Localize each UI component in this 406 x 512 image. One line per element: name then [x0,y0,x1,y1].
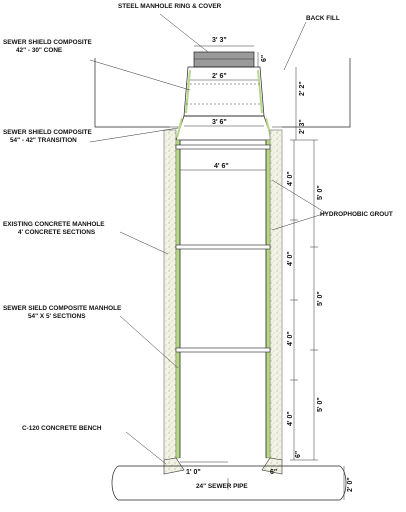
label-bench: C-120 CONCRETE BENCH [22,425,102,432]
dim-bench-width: 1' 0" [186,469,201,476]
callout-labels: STEEL MANHOLE RING & COVER BACK FILL SEW… [3,3,393,490]
dim-bench-height: 6" [295,451,302,458]
dim-transition-height: 2' 3" [299,119,306,134]
dim-cover-width: 3' 3" [212,37,227,44]
dim-transition-width: 3' 6" [212,119,227,126]
manhole-cover [193,51,255,68]
dim-cone-height: 2' 2" [299,81,306,96]
label-cone-1: SEWER SHIELD COMPOSITE [3,39,93,46]
label-sections-1: SEWER SIELD COMPOSITE MANHOLE [3,305,122,312]
dim-bench-offset: 6" [270,469,277,476]
label-sections-2: 54" X 5' SECTIONS [28,313,86,320]
sewer-pipe [111,465,347,501]
dim-composite-3: 5' 0" [317,397,324,412]
section-joints [175,144,271,353]
label-grout: HYDROPHOBIC GROUT [320,211,393,218]
label-ring-cover: STEEL MANHOLE RING & COVER [118,3,222,10]
ground-line [94,58,351,128]
dimension-lines [180,45,345,500]
label-existing-2: 4' CONCRETE SECTIONS [18,229,96,236]
dim-composite-1: 5' 0" [317,185,324,200]
dim-cone-inner: 2' 6" [212,73,227,80]
dim-concrete-3: 4' 0" [287,331,294,346]
label-pipe: 24" SEWER PIPE [196,483,248,490]
dim-concrete-2: 4' 0" [287,251,294,266]
leader-lines [89,13,327,490]
dim-concrete-1: 4' 0" [287,171,294,186]
concrete-walls [163,129,283,461]
label-existing-1: EXISTING CONCRETE MANHOLE [3,221,105,228]
dim-concrete-4: 4' 0" [287,411,294,426]
composite-liner [175,139,271,459]
label-transition-1: SEWER SHIELD COMPOSITE [3,129,93,136]
dim-composite-2: 5' 0" [317,291,324,306]
label-transition-2: 54" - 42" TRANSITION [10,137,77,144]
dim-cover-height: 6" [261,55,268,62]
dim-pipe-diameter: 2' 0" [347,477,354,492]
dim-section-width: 4' 6" [214,163,229,170]
label-back-fill: BACK FILL [306,15,340,22]
cone [183,66,265,117]
dimension-labels: 3' 3" 6" 2' 6" 2' 2" 3' 6" 2' 3" 4' 6" 4… [186,37,354,492]
label-cone-2: 42" - 30" CONE [16,47,63,54]
